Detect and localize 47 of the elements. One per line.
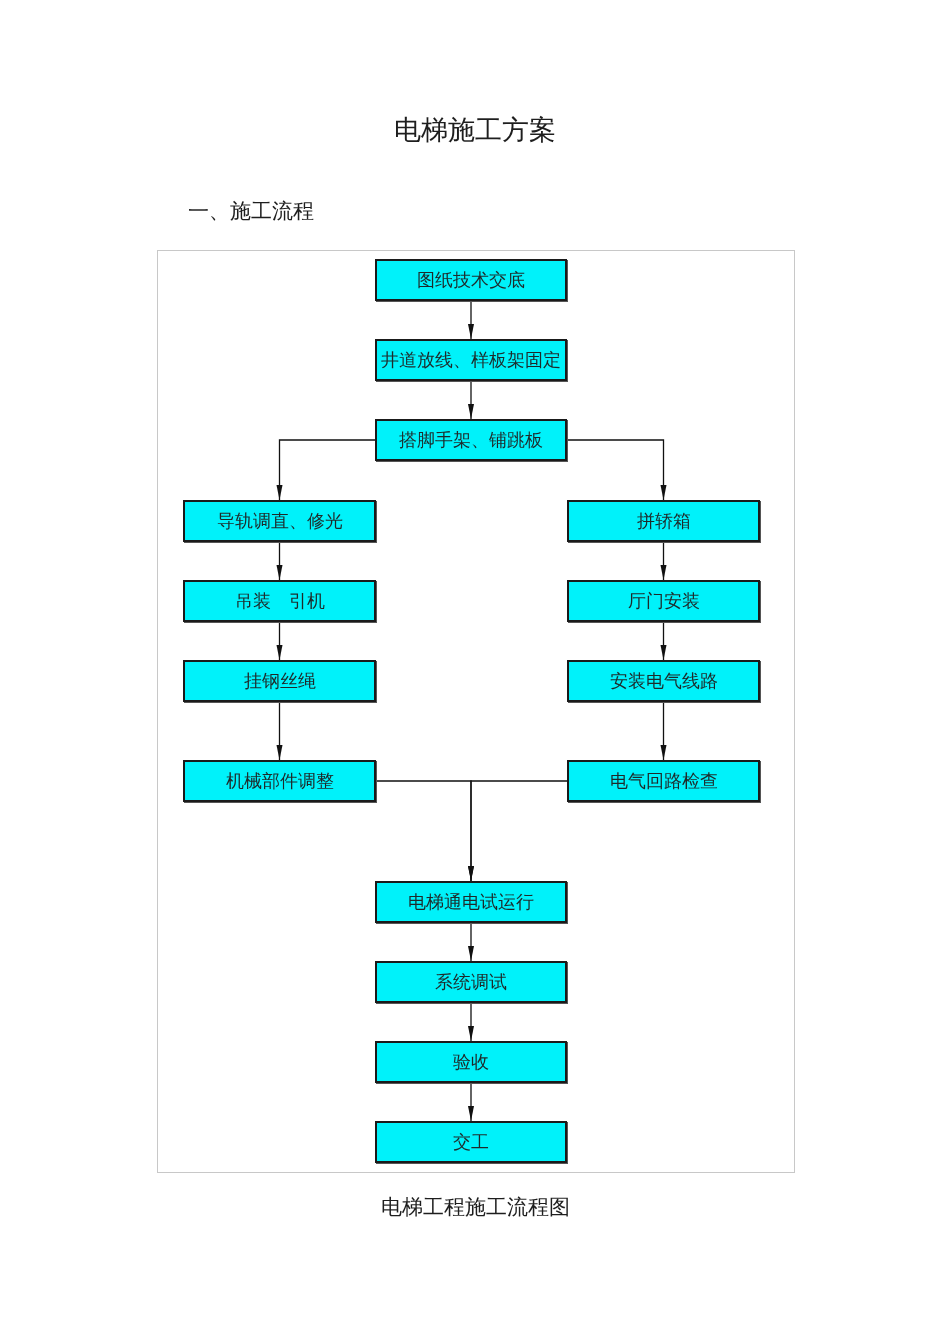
process-box xyxy=(567,580,760,622)
process-box xyxy=(375,961,567,1003)
process-box xyxy=(375,339,567,381)
arrow xyxy=(468,380,474,420)
process-box xyxy=(183,580,376,622)
process-box xyxy=(375,881,567,923)
arrow xyxy=(468,1002,474,1042)
arrow xyxy=(468,780,568,882)
step-text: 交工 xyxy=(453,1130,489,1154)
arrow xyxy=(566,439,667,501)
process-box xyxy=(183,660,376,702)
arrow xyxy=(660,701,667,761)
arrow xyxy=(276,621,283,661)
process-box xyxy=(183,500,376,542)
arrow xyxy=(660,621,667,661)
arrow xyxy=(276,541,283,581)
step-text: 验收 xyxy=(453,1050,489,1074)
step-text: 厅门安装 xyxy=(627,589,700,613)
process-box xyxy=(375,259,567,301)
process-box xyxy=(375,419,567,461)
step-text: 电气回路检查 xyxy=(609,769,718,793)
step-text: 电梯通电试运行 xyxy=(408,890,534,914)
step-text: 挂钢丝绳 xyxy=(243,669,316,693)
figure-caption: 电梯工程施工流程图 xyxy=(379,1194,571,1221)
process-box xyxy=(375,1041,567,1083)
step-text: 系统调试 xyxy=(435,970,507,994)
step-text: 井道放线、样板架固定 xyxy=(381,348,561,372)
arrow xyxy=(468,300,474,340)
process-box xyxy=(567,760,760,802)
process-box xyxy=(567,660,760,702)
arrow xyxy=(276,701,283,761)
step-text: 搭脚手架、铺跳板 xyxy=(399,428,543,452)
step-text: 吊装 引机 xyxy=(234,589,325,613)
step-text: 导轨调直、修光 xyxy=(216,509,343,533)
process-box xyxy=(183,760,376,802)
arrow xyxy=(660,541,667,581)
step-text: 机械部件调整 xyxy=(225,769,334,793)
arrow xyxy=(468,922,474,962)
process-box xyxy=(567,500,760,542)
arrow xyxy=(276,439,376,501)
step-text: 图纸技术交底 xyxy=(417,268,525,292)
step-text: 拼轿箱 xyxy=(636,509,691,533)
process-box xyxy=(375,1121,567,1163)
step-text: 安装电气线路 xyxy=(609,669,718,693)
arrow xyxy=(468,1082,474,1122)
page-title: 电梯施工方案 xyxy=(393,113,557,147)
section-heading: 一、施工流程 xyxy=(188,198,314,225)
